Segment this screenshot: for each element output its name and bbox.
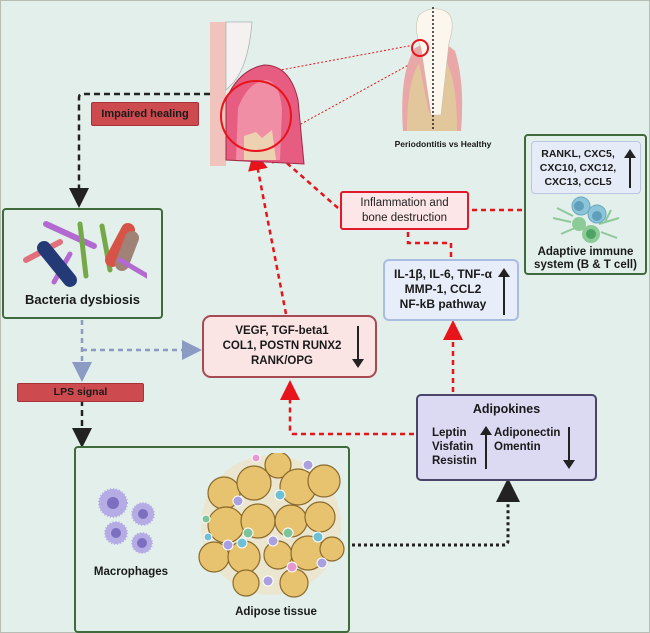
- periodontitis-caption: Periodontitis vs Healthy: [394, 139, 492, 149]
- connector-impaired-to-bacteria: [69, 92, 210, 208]
- healing-factors-list: VEGF, TGF-beta1 COL1, POSTN RUNX2 RANK/O…: [212, 324, 352, 369]
- adipokines-decreased-list: Adiponectin Omentin: [494, 426, 560, 454]
- impaired-healing-tag-wrap: Impaired healing: [91, 102, 199, 126]
- chemokines-line: RANKL, CXC5,: [541, 148, 615, 160]
- up-arrow-icon: [498, 268, 510, 315]
- chemokines-line: CXC10, CXC12,: [539, 162, 617, 174]
- bacteria-icon: [23, 221, 147, 287]
- up-arrow-icon: [480, 426, 492, 469]
- adipokines-increased-list: Leptin Visfatin Resistin: [432, 426, 477, 468]
- cytokines-line: NF-kB pathway: [399, 297, 487, 311]
- adipokine-decreased-item: Omentin: [494, 441, 541, 453]
- adipokine-decreased-item: Adiponectin: [494, 427, 561, 439]
- inflammation-line-2: bone destruction: [361, 212, 448, 224]
- healing-factors-line: RANK/OPG: [251, 355, 313, 367]
- chemokines-list: RANKL, CXC5, CXC10, CXC12, CXC13, CCL5: [536, 147, 620, 189]
- healing-factors-box: VEGF, TGF-beta1 COL1, POSTN RUNX2 RANK/O…: [202, 315, 377, 378]
- adaptive-immune-line-2: system (B & T cell): [534, 259, 637, 271]
- adaptive-immune-line-1: Adaptive immune: [537, 246, 634, 258]
- adaptive-immune-caption: Adaptive immune system (B & T cell): [526, 246, 645, 272]
- inflammation-box: Inflammation and bone destruction: [340, 191, 469, 230]
- cytokines-list: IL-1β, IL-6, TNF-α MMP-1, CCL2 NF-kB pat…: [387, 267, 499, 312]
- adipokine-increased-item: Leptin: [432, 427, 467, 439]
- up-arrow-icon: [624, 149, 636, 188]
- tooth-periodontitis-vs-healthy-illustration: [402, 7, 463, 131]
- macrophages-caption: Macrophages: [93, 566, 169, 578]
- zoom-guide-line-bottom: [289, 61, 415, 131]
- zoom-guide-line-top: [269, 44, 415, 73]
- lps-signal-tag: LPS signal: [17, 383, 144, 402]
- down-arrow-icon: [563, 427, 575, 469]
- adipose-tissue-caption: Adipose tissue: [235, 606, 317, 618]
- adipokine-increased-item: Visfatin: [432, 441, 474, 453]
- adipokines-title: Adipokines: [472, 402, 541, 416]
- gingiva-closeup-illustration: [210, 21, 305, 166]
- connector-factors-to-tooth: [248, 150, 288, 315]
- adipokine-increased-item: Resistin: [432, 455, 477, 467]
- healing-factors-line: VEGF, TGF-beta1: [235, 325, 329, 337]
- cytokines-box: IL-1β, IL-6, TNF-α MMP-1, CCL2 NF-kB pat…: [383, 259, 519, 321]
- chemokines-line: CXC13, CCL5: [544, 176, 612, 188]
- bacteria-dysbiosis-caption: Bacteria dysbiosis: [25, 292, 140, 307]
- impaired-healing-tag: Impaired healing: [91, 102, 199, 126]
- inflammation-line-1: Inflammation and: [360, 197, 449, 209]
- bacteria-dysbiosis-box: Bacteria dysbiosis: [2, 208, 163, 319]
- immune-cells-icon: [552, 196, 620, 243]
- connector-adipose-to-adipokines: [352, 478, 520, 547]
- adipose-tissue-icon: [198, 453, 345, 598]
- adipokines-box: Adipokines Leptin Visfatin Resistin Adip…: [416, 394, 597, 481]
- cytokines-line: IL-1β, IL-6, TNF-α: [393, 267, 493, 281]
- adaptive-immune-box: RANKL, CXC5, CXC10, CXC12, CXC13, CCL5 A…: [524, 134, 647, 275]
- adipose-tissue-box: Macrophages Adipose tissue: [74, 446, 350, 633]
- cytokines-line: MMP-1, CCL2: [404, 282, 482, 296]
- connector-adipokines-to-factors: [280, 380, 414, 436]
- connector-cytokines-to-inflammation: [406, 230, 453, 257]
- healing-factors-line: COL1, POSTN RUNX2: [222, 340, 342, 352]
- chemokines-box: RANKL, CXC5, CXC10, CXC12, CXC13, CCL5: [531, 141, 641, 194]
- macrophages-icon: [98, 488, 155, 554]
- down-arrow-icon: [352, 326, 364, 368]
